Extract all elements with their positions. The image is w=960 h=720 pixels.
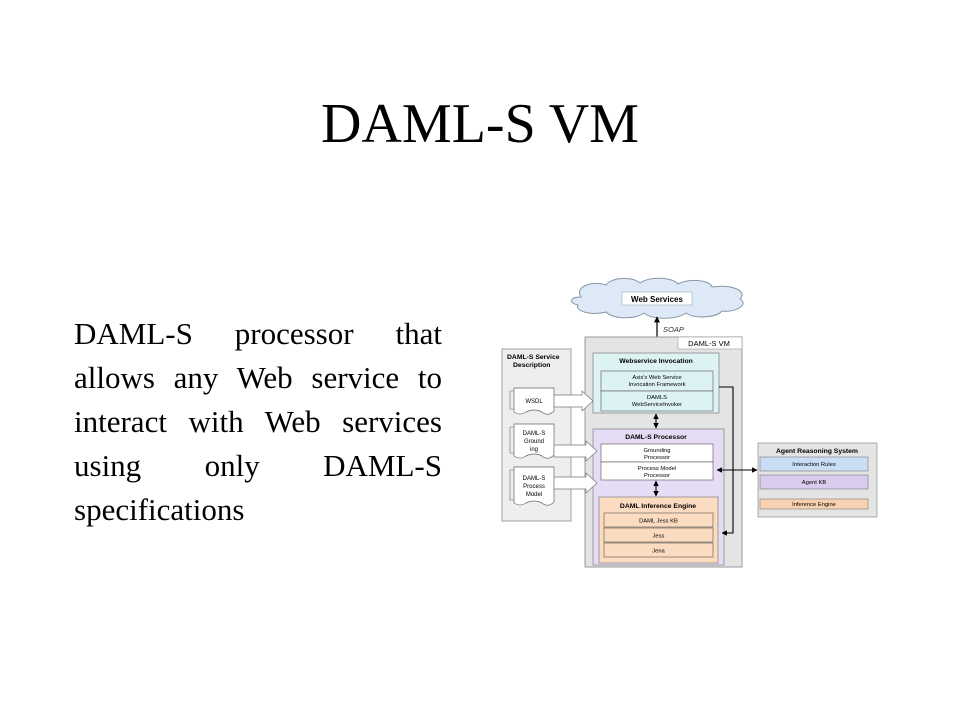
soap-label: SOAP	[663, 325, 684, 334]
daml-s-processor-title: DAML-S Processor	[625, 434, 687, 441]
processor-row-line: Processor	[644, 455, 670, 461]
daml-s-vm-label: DAML-S VM	[688, 339, 730, 348]
service-doc-line: WSDL	[525, 399, 543, 405]
agent-row-label: Agent KB	[802, 480, 827, 486]
processor-row-line: Process Model	[638, 466, 676, 472]
web-services-cloud: Web Services	[571, 277, 744, 319]
service-description-title: DAML-S Service	[507, 354, 560, 361]
invocation-row-line: Axis's Web Service	[632, 375, 681, 381]
service-doc-line: Process	[523, 484, 545, 490]
inference-row	[603, 542, 714, 558]
inference-row	[603, 512, 714, 528]
service-description-title-2: Description	[513, 362, 550, 369]
invocation-row-line: Invocation Framework	[628, 382, 685, 388]
inference-row-label: Jess	[653, 534, 665, 540]
service-doc-line: Ground	[524, 439, 544, 445]
agent-row	[759, 474, 869, 490]
daml-inference-engine-box: DAML Inference Engine DAML Jess KB JessJe…	[598, 496, 719, 564]
agent-row-label: Interaction Rules	[792, 462, 836, 468]
invocation-loop-line	[719, 386, 734, 536]
agent-row-label: Inference Engine	[792, 502, 836, 508]
invocation-row-line: DAMLS	[647, 395, 667, 401]
processor-row-line: Grounding	[643, 448, 670, 454]
processor-row-line: Processor	[644, 473, 670, 479]
grounding-block-arrow	[553, 440, 598, 462]
daml-inference-engine-title: DAML Inference Engine	[620, 503, 696, 510]
service-doc-line: DAML-S	[523, 476, 546, 482]
service-doc-line: DAML-S	[523, 431, 546, 437]
invocation-row	[600, 370, 714, 392]
processor-row	[600, 461, 714, 481]
invocation-row-line: WebServiceInvoker	[632, 402, 682, 408]
service-doc-line: Model	[526, 492, 542, 498]
service-description-panel: DAML-S Service Description WSDL DAML-S Gro…	[501, 348, 572, 522]
service-doc-1: DAML-S Ground ing	[509, 423, 555, 459]
webservice-invocation-title: Webservice Invocation	[619, 358, 693, 365]
service-doc-line: ing	[530, 447, 538, 453]
service-doc-0: WSDL	[509, 387, 555, 415]
daml-s-vm-architecture-diagram: Web Services SOAP DAML-S VM DAML-S Servi…	[501, 277, 878, 568]
agent-row	[759, 498, 869, 510]
inference-row-label: DAML Jess KB	[639, 519, 678, 525]
agent-row	[759, 456, 869, 472]
slide-title: DAML-S VM	[321, 93, 639, 155]
webservice-invocation-box: Webservice Invocation Axis's Web Service…	[592, 352, 720, 414]
agent-reasoning-system-box: Agent Reasoning System Interaction Rules…	[757, 442, 878, 518]
web-services-label: Web Services	[631, 295, 683, 304]
slide-body-text: DAML-S processor that allows any Web ser…	[74, 316, 442, 527]
wsdl-block-arrow	[553, 390, 594, 412]
process-model-block-arrow	[553, 472, 598, 494]
inference-row	[603, 527, 714, 543]
agent-reasoning-system-title: Agent Reasoning System	[776, 448, 858, 455]
invocation-row	[600, 390, 714, 412]
inference-row-label: Jena	[652, 549, 665, 555]
